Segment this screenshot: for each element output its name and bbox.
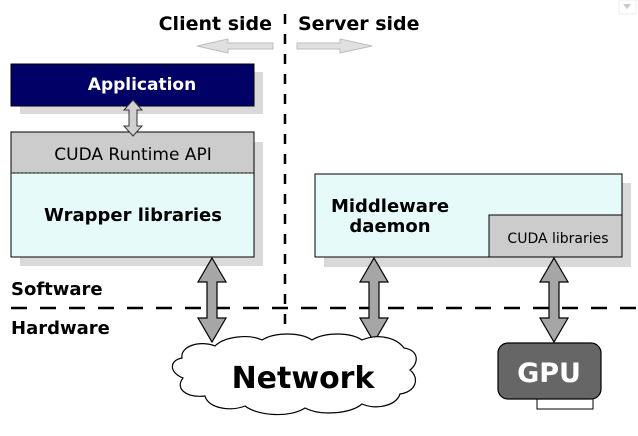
client-stack-box: CUDA Runtime API Wrapper libraries xyxy=(10,131,263,266)
network-cloud: Network xyxy=(171,333,417,416)
server-direction-arrow-icon xyxy=(296,38,373,54)
cuda-libraries-box xyxy=(488,214,623,258)
middleware-box: Middleware daemon CUDA libraries xyxy=(314,173,631,267)
hardware-label: Hardware xyxy=(11,318,110,339)
gpu-label: GPU xyxy=(517,358,581,389)
client-network-arrow-icon xyxy=(196,256,228,344)
gpu-arrow-icon xyxy=(538,256,570,344)
cuda-runtime-api-label: CUDA Runtime API xyxy=(54,145,211,165)
network-label: Network xyxy=(232,361,376,396)
server-network-arrow-icon xyxy=(358,256,390,344)
application-runtime-arrow-icon xyxy=(122,99,144,137)
server-side-label: Server side xyxy=(298,13,420,35)
middleware-label-line2: daemon xyxy=(349,216,430,237)
software-label: Software xyxy=(11,279,103,300)
application-label: Application xyxy=(88,75,196,95)
gpu-box: GPU xyxy=(497,342,602,410)
cuda-libraries-label: CUDA libraries xyxy=(507,231,608,247)
corner-dropdown-icon[interactable] xyxy=(618,0,637,15)
client-direction-arrow-icon xyxy=(196,38,274,54)
wrapper-libraries-label: Wrapper libraries xyxy=(44,205,222,226)
client-side-label: Client side xyxy=(159,13,272,35)
middleware-label-line1: Middleware xyxy=(331,196,449,217)
